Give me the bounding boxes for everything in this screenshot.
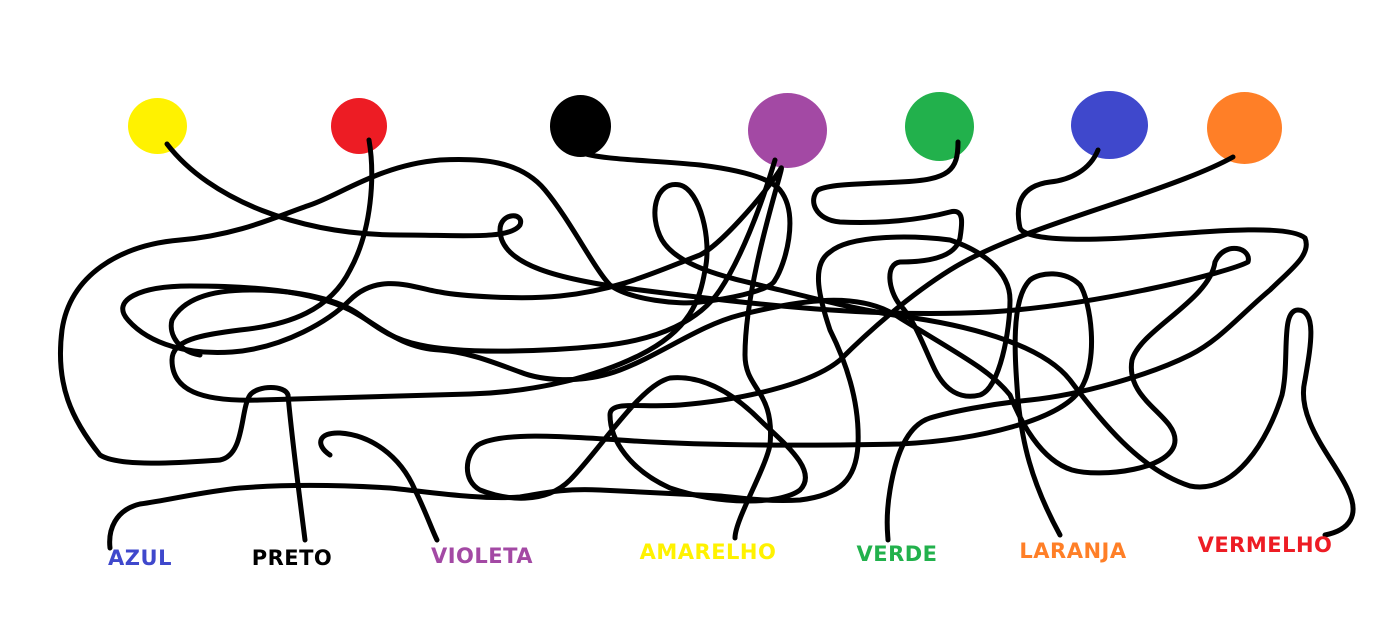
label-verde[interactable]: VERDE	[856, 542, 938, 566]
orange-dot[interactable]	[1207, 92, 1282, 164]
tangle-line-violet-end	[318, 430, 440, 543]
green-dot[interactable]	[905, 92, 974, 161]
tangle-line-red	[169, 137, 1356, 538]
label-violeta[interactable]: VIOLETA	[430, 544, 534, 568]
tangle-line-black	[57, 149, 793, 543]
blue-dot[interactable]	[1071, 91, 1148, 159]
tangle-line-blue	[884, 147, 1309, 543]
tangle-line-yellow	[120, 141, 1251, 541]
tangle-line-orange	[464, 154, 1236, 538]
label-laranja[interactable]: LARANJA	[1019, 539, 1127, 563]
tangle-line-purple	[168, 157, 778, 358]
label-vermelho[interactable]: VERMELHO	[1197, 533, 1333, 557]
label-azul[interactable]: AZUL	[108, 546, 172, 570]
red-dot[interactable]	[331, 98, 387, 154]
tangle-line-green	[107, 139, 1013, 551]
label-preto[interactable]: PRETO	[251, 546, 333, 570]
label-amarelho[interactable]: AMARELHO	[639, 540, 777, 564]
purple-dot[interactable]	[748, 93, 827, 168]
yellow-dot[interactable]	[128, 98, 187, 154]
black-dot[interactable]	[550, 95, 611, 157]
